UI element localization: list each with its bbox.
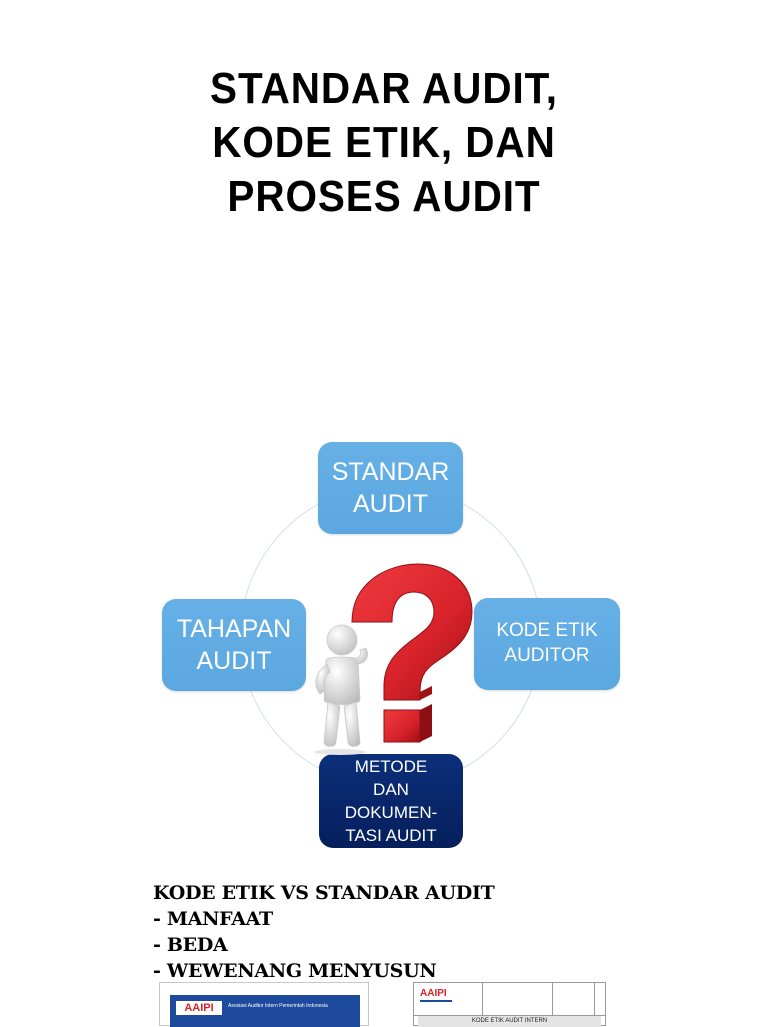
topic-list-heading: KODE ETIK VS STANDAR AUDIT	[153, 882, 495, 904]
title-line-2: KODE ETIK, DAN	[212, 118, 556, 167]
node-tahapan-audit: TAHAPAN AUDIT	[162, 599, 306, 691]
node-metode-line-2: DAN	[373, 779, 409, 799]
node-kode-etik-auditor: KODE ETIK AUDITOR	[474, 598, 620, 690]
node-tahapan-line-2: AUDIT	[196, 647, 272, 675]
aaipi-logo-small: AAIPI	[420, 988, 452, 1002]
thumbnail-header-table: AAIPI	[414, 983, 605, 1016]
node-standar-line-2: AUDIT	[353, 490, 428, 518]
question-mark-icon	[351, 563, 473, 743]
topic-list-item: - MANFAAT	[153, 908, 273, 930]
question-figure-illustration	[314, 563, 473, 755]
topic-list-item: - BEDA	[153, 934, 228, 956]
title-line-1: STANDAR AUDIT,	[210, 64, 558, 113]
node-kode-line-2: AUDITOR	[504, 645, 590, 666]
node-metode-dokumentasi: METODE DAN DOKUMEN- TASI AUDIT	[319, 754, 463, 848]
node-tahapan-line-1: TAHAPAN	[176, 615, 292, 643]
topic-list-item: - WEWENANG MENYUSUN	[153, 960, 437, 982]
page-title: STANDAR AUDIT, KODE ETIK, DAN PROSES AUD…	[31, 62, 738, 224]
node-metode-line-4: TASI AUDIT	[345, 826, 437, 846]
node-standar-line-1: STANDAR	[331, 458, 450, 486]
node-kode-line-1: KODE ETIK	[496, 620, 598, 642]
thumbnail-banner-text: Asosiasi Auditor Intern Pemerintah Indon…	[228, 1003, 328, 1009]
thumbnail-cell	[482, 983, 553, 1015]
topic-list: KODE ETIK VS STANDAR AUDIT - MANFAAT - B…	[153, 880, 495, 984]
node-metode-line-1: METODE	[354, 756, 428, 776]
thumbnail-banner: AAIPI Asosiasi Auditor Intern Pemerintah…	[170, 995, 360, 1027]
thumbnail-caption: KODE ETIK AUDIT INTERN	[418, 1016, 601, 1027]
node-standar-audit: STANDAR AUDIT	[318, 442, 463, 534]
thumbnail-cell: AAIPI	[414, 983, 483, 1015]
thumbnail-cell	[552, 983, 595, 1015]
title-line-3: PROSES AUDIT	[227, 172, 541, 221]
thinking-person-icon	[314, 624, 368, 755]
document-thumbnail-right: AAIPI KODE ETIK AUDIT INTERN	[413, 982, 606, 1027]
aaipi-logo: AAIPI	[176, 1001, 222, 1015]
document-thumbnail-left: AAIPI Asosiasi Auditor Intern Pemerintah…	[159, 982, 369, 1027]
node-metode-line-3: DOKUMEN-	[344, 803, 438, 822]
